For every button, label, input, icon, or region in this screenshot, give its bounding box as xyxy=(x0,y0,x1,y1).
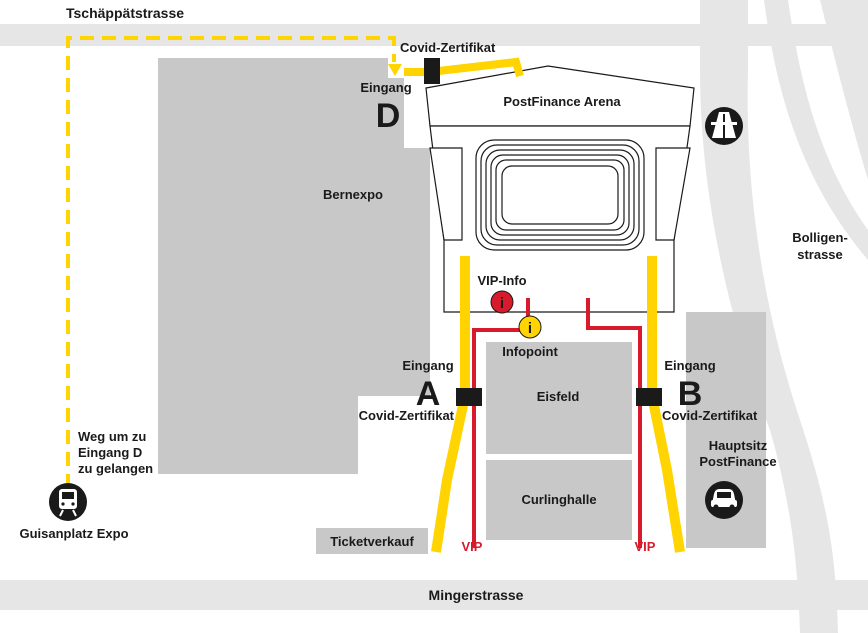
entrance-d-letter: D xyxy=(376,97,401,135)
vip-path-right xyxy=(586,298,642,548)
info-circle-yellow xyxy=(518,315,542,339)
route-label-3: zu gelangen xyxy=(78,461,153,476)
street-north-label: Tschäppätstrasse xyxy=(66,5,184,21)
arena-label: PostFinance Arena xyxy=(503,94,621,109)
building-bernexpo xyxy=(158,58,430,474)
arena-bowl xyxy=(475,139,645,251)
info-icon: i i xyxy=(490,290,542,339)
eisfeld-label: Eisfeld xyxy=(537,389,580,404)
vip-path-left xyxy=(472,298,530,548)
arena-bowl-3 xyxy=(485,149,635,241)
street-east-label-2: strasse xyxy=(797,247,843,262)
entrance-d-word: Eingang xyxy=(360,80,411,95)
entrance-d-marker xyxy=(424,58,440,84)
street-east-label-1: Bolligen- xyxy=(792,230,848,245)
path-d xyxy=(404,57,524,78)
covid-label-b: Covid-Zertifikat xyxy=(662,408,758,423)
car-icon xyxy=(705,481,743,519)
info-glyph-red: i xyxy=(500,295,504,312)
street-south-label: Mingerstrasse xyxy=(429,587,524,603)
entrance-b-marker xyxy=(636,388,662,406)
train-icon xyxy=(49,483,87,521)
hq-label-2: PostFinance xyxy=(699,454,776,469)
entrance-a-letter: A xyxy=(416,375,441,413)
covid-label-d: Covid-Zertifikat xyxy=(400,40,496,55)
covid-label-a: Covid-Zertifikat xyxy=(359,408,455,423)
arena xyxy=(425,65,695,313)
arrow-d xyxy=(388,64,402,76)
arena-ice xyxy=(501,165,619,225)
entrance-b-letter: B xyxy=(678,375,703,413)
vip-label-right: VIP xyxy=(635,539,656,554)
bernexpo-label: Bernexpo xyxy=(323,187,383,202)
entrance-a-marker xyxy=(456,388,482,406)
station-label: Guisanplatz Expo xyxy=(19,526,128,541)
street-east xyxy=(700,0,838,633)
red-paths xyxy=(472,298,642,548)
route-dashed xyxy=(66,36,396,488)
ticket-label: Ticketverkauf xyxy=(330,534,414,549)
entrance-b-word: Eingang xyxy=(664,358,715,373)
curling-label: Curlinghalle xyxy=(521,492,596,507)
yellow-paths xyxy=(66,36,685,553)
street-east-ramp xyxy=(764,0,868,260)
street-north xyxy=(0,24,868,46)
hq-label-1: Hauptsitz xyxy=(709,438,768,453)
info-glyph-yellow: i xyxy=(528,320,532,337)
arena-stand-left xyxy=(429,147,463,241)
arena-bowl-5 xyxy=(495,159,625,231)
infopoint-label: Infopoint xyxy=(502,344,558,359)
path-b xyxy=(647,256,685,553)
highway-icon xyxy=(705,107,743,145)
entrance-a-word: Eingang xyxy=(402,358,453,373)
route-label-2: Eingang D xyxy=(78,445,142,460)
arena-stand-right xyxy=(655,147,691,241)
vip-label-left: VIP xyxy=(462,539,483,554)
arena-bowl-4 xyxy=(490,154,630,236)
vip-info-label: VIP-Info xyxy=(477,273,526,288)
path-a xyxy=(431,256,470,553)
info-circle-red xyxy=(490,290,514,314)
street-east-outer xyxy=(820,0,868,180)
building-ticket xyxy=(316,528,428,554)
building-curlinghalle xyxy=(486,460,632,540)
arena-bowl-2 xyxy=(480,144,640,246)
route-label-1: Weg um zu xyxy=(78,429,146,444)
arena-roof xyxy=(425,65,695,127)
street-south xyxy=(0,580,868,610)
building-eisfeld xyxy=(486,342,632,454)
